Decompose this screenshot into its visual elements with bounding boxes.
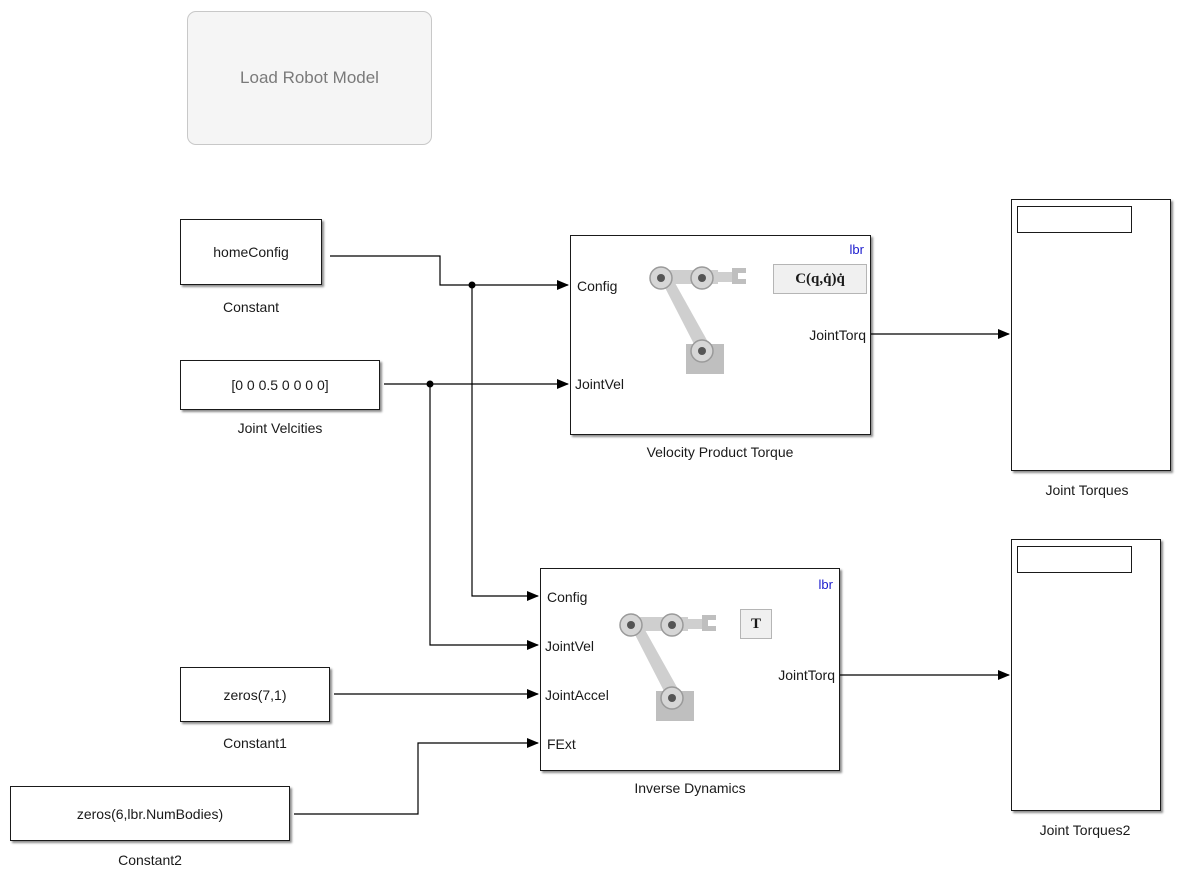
constant2-block[interactable]: zeros(6,lbr.NumBodies) [10,786,290,841]
velocity-product-torque-block[interactable]: lbr Config JointVel JointTorq C(q,q̇)q̇ [570,235,871,435]
scope-display [1017,206,1132,233]
constant-value: homeConfig [213,244,289,260]
port-jointtorq: JointTorq [778,667,835,683]
robot-arm-icon [649,266,746,374]
port-jointvel: JointVel [575,376,625,392]
joint-velocities-block[interactable]: [0 0 0.5 0 0 0 0] [180,360,380,410]
constant-block[interactable]: homeConfig [180,219,322,285]
wire-fext-to-id [294,738,539,815]
branch-point [426,380,434,388]
robot-tag: lbr [849,242,864,257]
constant1-caption: Constant1 [223,735,287,751]
wire-homeconfig-to-id-config [471,285,539,601]
wire-homeconfig-to-vpt-config [330,255,569,290]
port-jointaccel: JointAccel [545,687,609,703]
wire-jointvel-to-id [429,384,539,650]
constant1-block[interactable]: zeros(7,1) [180,667,330,722]
port-config: Config [547,589,588,605]
inverse-dynamics-caption: Inverse Dynamics [634,780,746,796]
velocity-product-formula: C(q,q̇)q̇ [773,264,867,294]
port-config: Config [577,278,618,294]
constant2-value: zeros(6,lbr.NumBodies) [76,805,224,822]
joint-torques-caption: Joint Torques [1045,482,1129,498]
constant2-caption: Constant2 [118,852,182,868]
port-jointtorq: JointTorq [809,327,866,343]
joint-torques2-caption: Joint Torques2 [1039,822,1131,838]
robot-arm-icon [619,613,716,721]
velocity-product-torque-caption: Velocity Product Torque [646,444,794,460]
joint-velocities-caption: Joint Velcities [237,420,323,436]
joint-torques2-scope[interactable] [1011,539,1161,811]
inverse-dynamics-block[interactable]: lbr Config JointVel JointAccel FExt Join… [540,568,840,771]
constant-caption: Constant [222,299,280,315]
inverse-dynamics-formula: T [740,609,772,639]
joint-torques-scope[interactable] [1011,199,1171,471]
branch-point [468,281,476,289]
port-jointvel: JointVel [545,638,595,654]
robot-tag: lbr [818,577,833,592]
constant1-value: zeros(7,1) [223,686,287,703]
port-fext: FExt [547,736,576,752]
load-robot-model-button[interactable]: Load Robot Model [187,11,432,145]
joint-velocities-value: [0 0 0.5 0 0 0 0] [231,377,329,393]
scope-display [1017,546,1132,573]
